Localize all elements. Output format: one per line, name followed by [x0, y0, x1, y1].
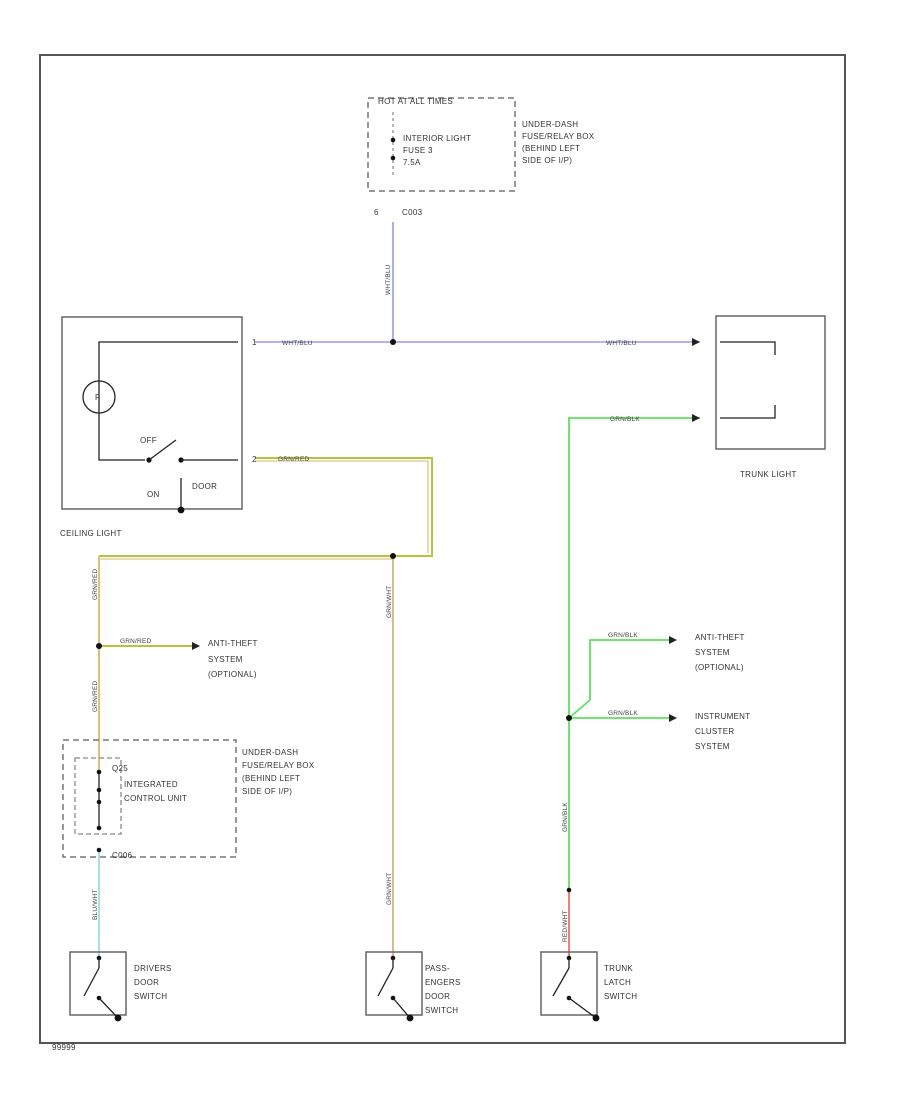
anti-theft-right-3: (OPTIONAL): [695, 663, 744, 672]
fuse-location-2: FUSE/RELAY BOX: [522, 132, 595, 141]
wire-grn-blk-anti-theft: [568, 639, 672, 719]
driver-switch-3: SWITCH: [134, 992, 167, 1001]
ceiling-pin-top: 1: [252, 338, 257, 347]
wire-label-grn-wht-lower: GRN/WHT: [386, 873, 393, 905]
ceiling-light: F OFF ON DOOR 1 2: [61, 316, 257, 514]
wire-grn-red-ceiling: [255, 457, 433, 557]
wire-label-grn-wht-upper: GRN/WHT: [386, 586, 393, 618]
instrument-cluster-1: INSTRUMENT: [695, 712, 750, 721]
trunk-switch-2: LATCH: [604, 978, 631, 987]
icu-name-1: INTEGRATED: [124, 780, 178, 789]
arrow-anti-theft-left: [192, 642, 200, 650]
diagram-frame: [39, 54, 846, 1044]
trunk-light-label: TRUNK LIGHT: [740, 470, 797, 479]
icu-name-2: CONTROL UNIT: [124, 794, 187, 803]
fuse-relay-box-top: HOT AT ALL TIMES INTERIOR LIGHT FUSE 3 7…: [367, 97, 595, 192]
fuse-line-1: INTERIOR LIGHT: [403, 134, 471, 143]
junction-wht-blu: [390, 339, 396, 345]
wire-label-grn-blk-cluster: GRN/BLK: [608, 710, 638, 717]
anti-theft-left-1: ANTI-THEFT: [208, 639, 258, 648]
driver-switch-1: DRIVERS: [134, 964, 172, 973]
anti-theft-left-2: SYSTEM: [208, 655, 243, 664]
icu-pin: Q25: [112, 764, 128, 773]
instrument-cluster-3: SYSTEM: [695, 742, 730, 751]
fuse-connector-id: C003: [402, 208, 423, 217]
instrument-cluster-2: CLUSTER: [695, 727, 734, 736]
junction-grn-blk: [566, 715, 572, 721]
wire-label-grn-red-left-upper: GRN/RED: [92, 569, 99, 600]
bulb-icon: [82, 380, 116, 414]
trunk-switch-3: SWITCH: [604, 992, 637, 1001]
anti-theft-right-2: SYSTEM: [695, 648, 730, 657]
driver-switch-2: DOOR: [134, 978, 159, 987]
trunk-latch-switch: [540, 951, 600, 1022]
wire-label-blu-wht: BLU/WHT: [92, 889, 99, 920]
wire-label-grn-blk-anti-theft: GRN/BLK: [608, 632, 638, 639]
wire-label-grn-blk-trunk: GRN/BLK: [610, 416, 640, 423]
trunk-switch-1: TRUNK: [604, 964, 633, 973]
wire-grn-blk-trunk: [568, 417, 700, 890]
anti-theft-right-1: ANTI-THEFT: [695, 633, 745, 642]
footer-code: 99999: [52, 1043, 76, 1052]
wire-grn-red-inner: [255, 460, 429, 553]
icu-location-4: SIDE OF I/P): [242, 787, 292, 796]
fuse-header: HOT AT ALL TIMES: [378, 97, 453, 106]
passenger-switch-2: ENGERS: [425, 978, 461, 987]
wire-label-wht-blu-right: WHT/BLU: [606, 340, 637, 347]
passengers-door-switch: [365, 951, 423, 1022]
passenger-switch-3: DOOR: [425, 992, 450, 1001]
icu-location-1: UNDER-DASH: [242, 748, 298, 757]
icu-location-3: (BEHIND LEFT: [242, 774, 300, 783]
ceiling-switch-door-label: DOOR: [192, 482, 217, 491]
arrow-wht-blu-trunk: [692, 338, 700, 346]
anti-theft-left-3: (OPTIONAL): [208, 670, 257, 679]
junction-grn-red: [390, 553, 396, 559]
arrow-anti-theft-right: [669, 636, 677, 644]
passenger-switch-1: PASS-: [425, 964, 450, 973]
ceiling-switch-on-label: ON: [147, 490, 160, 499]
fuse-location-3: (BEHIND LEFT: [522, 144, 580, 153]
drivers-door-switch: [69, 951, 127, 1022]
fuse-pin-number: 6: [374, 208, 379, 217]
bulb-symbol: F: [95, 393, 100, 402]
wire-label-red-wht: RED/WHT: [562, 910, 569, 942]
fuse-location-1: UNDER-DASH: [522, 120, 578, 129]
fuse-line-2: FUSE 3: [403, 146, 433, 155]
wire-label-grn-blk-vertical: GRN/BLK: [562, 802, 569, 832]
wire-label-wht-blu-left: WHT/BLU: [282, 340, 313, 347]
arrow-grn-blk-trunk: [692, 414, 700, 422]
ceiling-pin-bottom: 2: [252, 455, 257, 464]
wire-label-grn-red-left-lower: GRN/RED: [92, 681, 99, 712]
fuse-location-4: SIDE OF I/P): [522, 156, 572, 165]
trunk-light: [715, 315, 826, 450]
ceiling-light-label: CEILING LIGHT: [60, 529, 122, 538]
wire-label-grn-red-branch: GRN/RED: [120, 638, 151, 645]
icu-connector: C006: [112, 851, 133, 860]
integrated-control-unit: Q25 INTEGRATED CONTROL UNIT: [62, 739, 237, 858]
fuse-line-3: 7.5A: [403, 158, 421, 167]
passenger-switch-4: SWITCH: [425, 1006, 458, 1015]
junction-left-branch: [96, 643, 102, 649]
icu-location-2: FUSE/RELAY BOX: [242, 761, 315, 770]
ceiling-switch-off-label: OFF: [140, 436, 157, 445]
wire-label-wht-blu-vertical: WHT/BLU: [385, 264, 392, 295]
junction-trunk-switch-wire: [566, 887, 572, 893]
wire-label-grn-red-ceiling: GRN/RED: [278, 456, 309, 463]
arrow-instrument-cluster: [669, 714, 677, 722]
